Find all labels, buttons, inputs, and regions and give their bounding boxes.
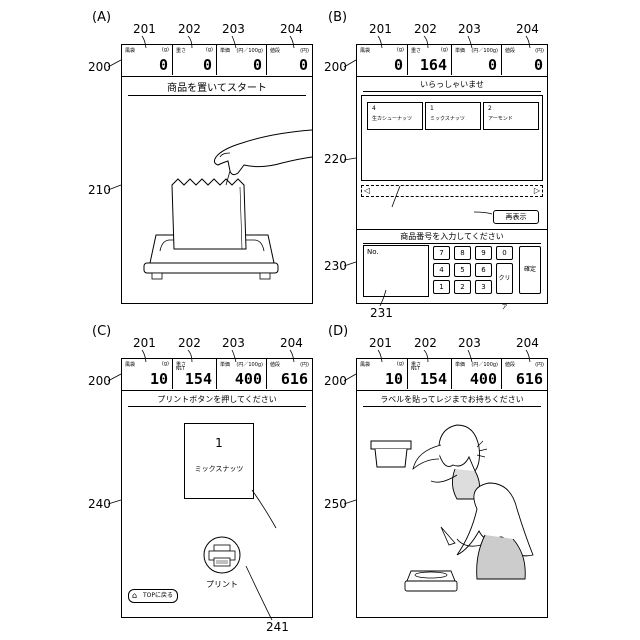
unit-price-cell: 単価 (円／100g) 0 (451, 45, 501, 75)
qty-label: 風袋 (360, 47, 370, 54)
number-display[interactable]: No. (363, 245, 429, 297)
home-icon: ⌂ (132, 590, 137, 602)
total-cell: 値段 (円) 0 (501, 45, 547, 75)
ref-200-d: 200 (324, 374, 347, 388)
label-instruction-illustration (357, 359, 549, 619)
panel-d-label: (D) (328, 324, 348, 339)
qty-value: 0 (394, 56, 403, 74)
ref-202-a: 202 (178, 22, 201, 36)
product-name: アーモンド (488, 115, 513, 122)
product-number: 4 (372, 105, 376, 112)
scroll-bar[interactable]: ◁ ▷ (361, 185, 543, 197)
clear-button[interactable]: クリア (496, 263, 513, 294)
weight-value: 164 (420, 56, 447, 74)
product-card[interactable]: 2 アーモンド (483, 102, 539, 130)
ref-203-d: 203 (458, 336, 481, 350)
product-card[interactable]: 4 生カシューナッツ (367, 102, 423, 130)
product-name: ミックスナッツ (430, 115, 465, 122)
top-button-label: TOPに戻る (143, 592, 173, 599)
ref-202-c: 202 (178, 336, 201, 350)
qty-unit: (g) (397, 47, 404, 53)
unit-price-unit: (円／100g) (471, 47, 498, 54)
ref-204-c: 204 (280, 336, 303, 350)
ref-210: 210 (88, 183, 111, 197)
unit-price-label: 単価 (455, 47, 465, 54)
key-4[interactable]: 4 (433, 263, 450, 277)
ref-204-b: 204 (516, 22, 539, 36)
ref-201-a: 201 (133, 22, 156, 36)
confirm-button[interactable]: 確定 (519, 246, 541, 294)
scroll-right-icon[interactable]: ▷ (534, 186, 540, 195)
scroll-left-icon[interactable]: ◁ (364, 186, 370, 195)
panel-b-label: (B) (328, 10, 347, 25)
ref-200-c: 200 (88, 374, 111, 388)
scale-with-hand-illustration (122, 45, 314, 305)
header-bar: 風袋 (g) 0 重さ (g) 164 単価 (円／100g) 0 値段 (円)… (357, 45, 547, 77)
screen-d: 風袋 (g) 10 重さ NET 154 単価 (円／100g) 400 値段 … (356, 358, 548, 618)
ref-201-b: 201 (369, 22, 392, 36)
top-button[interactable]: ⌂ TOPに戻る (128, 589, 178, 603)
no-label: No. (367, 248, 379, 256)
ref-202-b: 202 (414, 22, 437, 36)
product-card[interactable]: 1 ミックスナッツ (425, 102, 481, 130)
ref-203-a: 203 (222, 22, 245, 36)
unit-price-value: 0 (488, 56, 497, 74)
key-3[interactable]: 3 (475, 280, 492, 294)
ref-203-c: 203 (222, 336, 245, 350)
ref-241: 241 (266, 620, 289, 634)
ref-231: 231 (370, 306, 393, 320)
product-name: 生カシューナッツ (372, 115, 412, 122)
weight-cell: 重さ (g) 164 (407, 45, 451, 75)
ref-204-d: 204 (516, 336, 539, 350)
key-5[interactable]: 5 (454, 263, 471, 277)
panel-c-label: (C) (92, 324, 111, 339)
qty-cell: 風袋 (g) 0 (357, 45, 407, 75)
ref-200-b: 200 (324, 60, 347, 74)
ref-201-d: 201 (369, 336, 392, 350)
welcome-banner: いらっしゃいませ (363, 79, 541, 90)
weight-unit: (g) (441, 47, 448, 53)
screen-c: 風袋 (g) 10 重さ NET 154 単価 (円／100g) 400 値段 … (121, 358, 313, 618)
panel-a-label: (A) (92, 10, 111, 25)
print-label: プリント (192, 579, 252, 590)
key-1[interactable]: 1 (433, 280, 450, 294)
key-9[interactable]: 9 (475, 246, 492, 260)
ref-220: 220 (324, 152, 347, 166)
key-6[interactable]: 6 (475, 263, 492, 277)
ref-201-c: 201 (133, 336, 156, 350)
total-unit: (円) (535, 47, 544, 54)
product-number: 1 (430, 105, 434, 112)
ref-202-d: 202 (414, 336, 437, 350)
ref-230: 230 (324, 259, 347, 273)
ref-203-b: 203 (458, 22, 481, 36)
weight-label: 重さ (411, 47, 421, 54)
total-label: 値段 (505, 47, 515, 54)
screen-b: 風袋 (g) 0 重さ (g) 164 単価 (円／100g) 0 値段 (円)… (356, 44, 548, 304)
section-divider (357, 229, 547, 230)
redisplay-button[interactable]: 再表示 (493, 210, 539, 224)
product-list-area: 4 生カシューナッツ 1 ミックスナッツ 2 アーモンド (361, 95, 543, 181)
key-8[interactable]: 8 (454, 246, 471, 260)
screen-a: 風袋 (g) 0 重さ (g) 0 単価 (円／100g) 0 値段 (円) 0… (121, 44, 313, 304)
input-banner: 商品番号を入力してください (363, 231, 541, 242)
key-7[interactable]: 7 (433, 246, 450, 260)
product-number: 2 (488, 105, 492, 112)
ref-250: 250 (324, 497, 347, 511)
key-2[interactable]: 2 (454, 280, 471, 294)
ref-200-a: 200 (88, 60, 111, 74)
total-value: 0 (534, 56, 543, 74)
key-0[interactable]: 0 (496, 246, 513, 260)
ref-204-a: 204 (280, 22, 303, 36)
ref-240: 240 (88, 497, 111, 511)
